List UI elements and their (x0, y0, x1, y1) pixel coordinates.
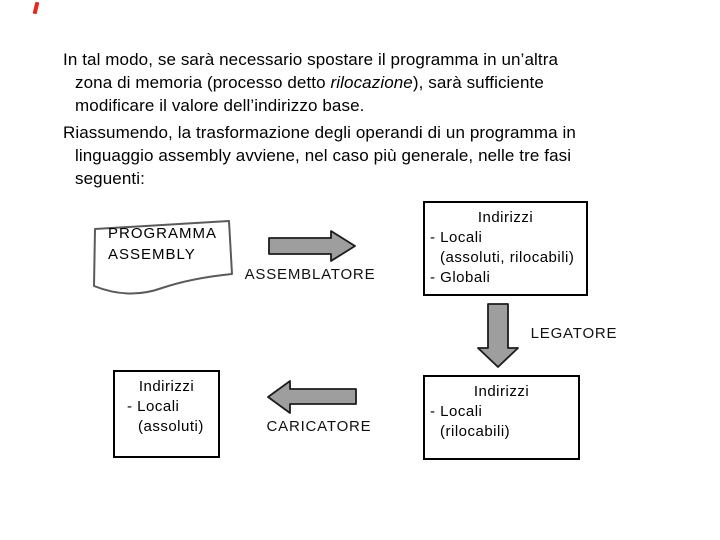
box-title: Indirizzi (473, 383, 530, 400)
box-item: (assoluti, rilocabili) (440, 249, 575, 266)
box-item: - Locali (430, 403, 483, 420)
right-arrow-icon (268, 230, 356, 262)
document-shape (93, 220, 233, 295)
box-title: Indirizzi (477, 209, 534, 226)
box-item: (assoluti) (138, 418, 204, 435)
italic-term: rilocazione (330, 73, 413, 92)
text-run: ), sarà sufficiente (412, 73, 544, 92)
text-line: Riassumendo, la trasformazione degli ope… (63, 123, 576, 142)
text-line: linguaggio assembly avviene, nel caso pi… (75, 146, 572, 165)
text-line: zona di memoria (processo detto rilocazi… (75, 71, 558, 94)
assembler-label: ASSEMBLATORE (244, 266, 376, 283)
down-arrow-icon (477, 303, 519, 368)
box-item: - Globali (430, 269, 491, 286)
paragraph-relocation: In tal modo, se sarà necessario spostare… (63, 48, 558, 117)
left-arrow-icon (267, 380, 357, 414)
linked-addresses-box: Indirizzi - Locali (rilocabili) (423, 375, 580, 460)
paragraph-summary: Riassumendo, la trasformazione degli ope… (63, 121, 576, 190)
text-line: seguenti: (75, 169, 145, 188)
text-line: In tal modo, se sarà necessario spostare… (63, 50, 559, 69)
source-program-label: PROGRAMMA ASSEMBLY (108, 223, 217, 265)
text-line: ASSEMBLY (108, 246, 196, 263)
red-pen-mark (32, 1, 40, 15)
text-line: modificare il valore dell’indirizzo base… (75, 96, 365, 115)
box-item: - Locali (430, 229, 483, 246)
loaded-addresses-box: Indirizzi - Locali (assoluti) (113, 370, 220, 458)
box-item: (rilocabili) (440, 423, 511, 440)
text-run: zona di memoria (processo detto (75, 73, 331, 92)
text-line: PROGRAMMA (108, 225, 218, 242)
linker-label: LEGATORE (530, 325, 618, 342)
assembled-addresses-box: Indirizzi - Locali (assoluti, rilocabili… (423, 201, 588, 296)
box-item: - Locali (127, 398, 180, 415)
loader-label: CARICATORE (266, 418, 372, 435)
box-title: Indirizzi (138, 378, 195, 395)
